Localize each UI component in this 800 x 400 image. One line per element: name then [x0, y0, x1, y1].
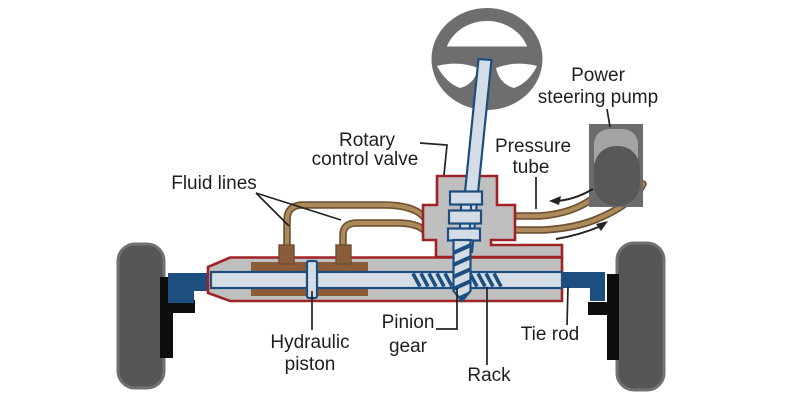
- left-wheel: [116, 242, 195, 390]
- label-rotary-valve-line1: Rotary: [339, 130, 395, 151]
- label-pressure-tube-line1: Pressure: [495, 136, 571, 157]
- label-rotary-valve-line2: control valve: [312, 149, 419, 170]
- tie-rod-left: [168, 273, 218, 303]
- valve-spool: [446, 190, 484, 242]
- left-steering-arm: [171, 300, 195, 313]
- label-power-pump-line1: Power: [571, 65, 626, 86]
- label-pressure-tube-line2: tube: [513, 157, 550, 178]
- right-tire: [615, 241, 666, 392]
- rack-rod: [209, 270, 564, 290]
- right-steering-arm: [588, 302, 614, 315]
- cylinder-port-right: [335, 244, 352, 265]
- pointer-tie-rod: [566, 286, 569, 326]
- label-power-pump-line2: steering pump: [538, 87, 658, 108]
- pointer-power-pump: [606, 108, 611, 128]
- pointer-rotary-valve: [419, 142, 448, 176]
- label-pinion-gear-line1: Pinion: [382, 312, 435, 333]
- label-hydraulic-piston-line2: piston: [285, 354, 336, 375]
- flow-arrow-right-icon: [555, 221, 608, 240]
- steering-wheel-crossbar: [440, 46, 534, 62]
- label-tie-rod: Tie rod: [521, 324, 579, 345]
- label-pinion-gear-line2: gear: [389, 336, 428, 357]
- power-steering-pump: [589, 124, 643, 207]
- steering-wheel-cutout-right: [496, 63, 537, 88]
- tie-rod-right: [560, 272, 605, 301]
- pointer-fluid-line-1: [255, 192, 290, 227]
- cylinder-port-left: [278, 244, 295, 265]
- pinion-gear: [452, 238, 472, 303]
- label-fluid-lines: Fluid lines: [171, 173, 257, 194]
- right-wheel: [588, 241, 666, 392]
- label-rack: Rack: [467, 365, 511, 386]
- fluid-line-left: [283, 201, 435, 258]
- steering-wheel-cutout-left: [437, 63, 478, 88]
- pointer-pinion-gear: [436, 288, 458, 330]
- fluid-line-right: [339, 219, 435, 258]
- flow-arrow-left-icon: [549, 188, 594, 205]
- label-hydraulic-piston-line1: Hydraulic: [270, 332, 349, 353]
- pointer-fluid-line-2: [255, 192, 342, 221]
- pump-pulley: [594, 146, 640, 206]
- left-tire: [116, 242, 166, 390]
- right-steering-knuckle: [607, 274, 619, 360]
